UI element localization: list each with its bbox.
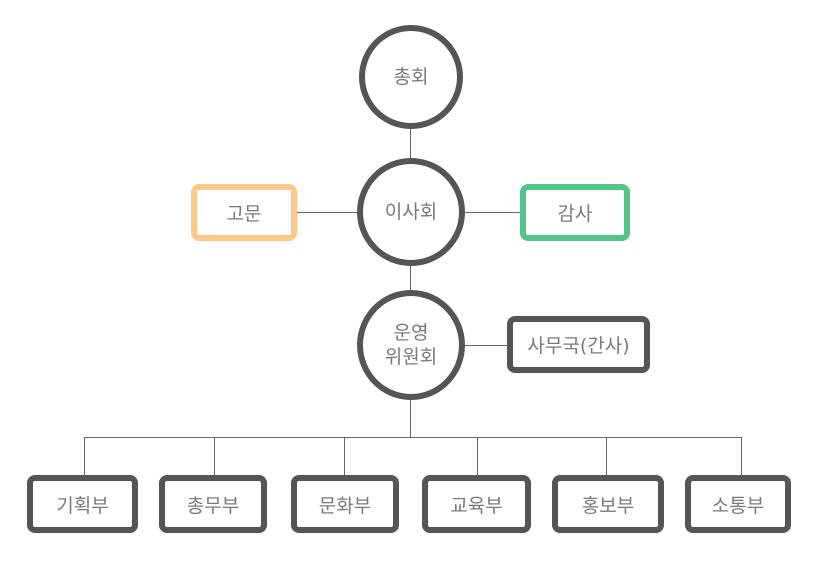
dept-label: 총무부 (186, 494, 240, 517)
node-advisor: 고문 (191, 184, 297, 241)
dept-label: 기획부 (56, 494, 109, 517)
node-label: 고문 (226, 203, 262, 225)
connector-board-steering (410, 262, 411, 292)
node-board: 이사회 (357, 158, 465, 266)
dept-label: 문화부 (318, 494, 372, 517)
connector-dept-3 (344, 437, 345, 477)
connector-dept-1 (84, 437, 85, 477)
connector-assembly-board (410, 125, 411, 163)
dept-general-affairs: 총무부 (159, 475, 267, 533)
dept-education: 교육부 (422, 475, 531, 533)
node-label: 감사 (557, 203, 593, 225)
node-label-line2: 위원회 (384, 346, 438, 368)
node-general-assembly: 총회 (359, 25, 463, 129)
connector-board-auditor (462, 212, 522, 213)
dept-label: 교육부 (450, 494, 503, 517)
node-auditor: 감사 (520, 184, 630, 241)
connector-dept-4 (477, 437, 478, 477)
dept-label: 소통부 (711, 494, 765, 517)
dept-label: 홍보부 (581, 494, 635, 517)
connector-dept-5 (606, 437, 607, 477)
dept-publicity: 홍보부 (552, 475, 664, 533)
connector-advisor-board (296, 212, 360, 213)
connector-steering-departments (410, 398, 411, 438)
connector-dept-6 (741, 437, 742, 477)
connector-department-bus (84, 437, 742, 438)
node-label: 총회 (393, 66, 429, 88)
node-label: 사무국(간사) (527, 335, 630, 357)
dept-planning: 기획부 (27, 475, 138, 533)
connector-dept-2 (214, 437, 215, 477)
node-label-line1: 운영 (393, 322, 429, 344)
dept-culture: 문화부 (291, 475, 399, 533)
node-label: 이사회 (384, 201, 438, 223)
dept-communication: 소통부 (685, 475, 791, 533)
node-secretariat: 사무국(간사) (507, 316, 650, 373)
connector-steering-secretariat (462, 345, 510, 346)
